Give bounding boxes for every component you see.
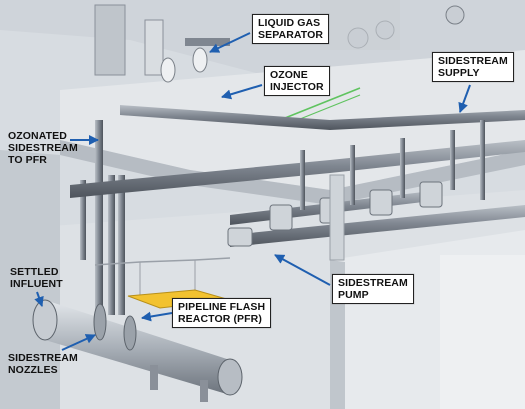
upper-cabinet — [94, 4, 126, 76]
upper-motor-3 — [445, 5, 465, 25]
pfr-support — [150, 365, 158, 390]
column — [329, 174, 345, 261]
label-sidestream-pump: SIDESTREAM PUMP — [332, 274, 414, 304]
pfr-flange — [123, 315, 137, 351]
separator-vessel — [160, 57, 176, 83]
drop-pipe — [450, 130, 455, 190]
label-liquid-gas-separator: LIQUID GAS SEPARATOR — [252, 14, 330, 44]
separator-vessel-2 — [192, 47, 208, 73]
arrow-ozone-injector — [221, 84, 263, 100]
riser — [95, 120, 103, 320]
pfr-outlet — [217, 358, 243, 396]
arrow-settled-influent — [34, 291, 44, 307]
drop-pipe — [400, 138, 405, 198]
slab-edge — [60, 140, 525, 205]
handrail — [94, 257, 231, 266]
arrow-liquid-gas-separator — [209, 32, 251, 53]
riser — [80, 180, 86, 260]
arrow-sidestream-nozzles — [61, 334, 96, 351]
pfr-inlet — [32, 299, 58, 341]
upper-header — [120, 105, 525, 130]
drop-pipe — [350, 145, 355, 205]
arrow-pfr — [141, 311, 173, 322]
drop-pipe — [300, 150, 305, 210]
right-block — [440, 255, 525, 409]
green-rail — [284, 87, 361, 119]
arrow-sidestream-pump — [274, 254, 331, 286]
pump-unit — [369, 189, 393, 216]
label-sidestream-nozzles: SIDESTREAM NOZZLES — [8, 352, 78, 376]
pump-discharge — [230, 205, 525, 247]
riser — [108, 175, 115, 315]
label-sidestream-supply: SIDESTREAM SUPPLY — [432, 52, 514, 82]
main-header — [70, 140, 525, 198]
header-pipe — [185, 38, 230, 46]
label-ozone-injector: OZONE INJECTOR — [264, 66, 330, 96]
arrow-sidestream-supply — [458, 84, 471, 113]
left-wall — [0, 150, 60, 409]
upper-panel — [144, 19, 164, 76]
upper-room — [320, 0, 400, 50]
riser — [118, 175, 125, 315]
pfr-pipe — [45, 300, 230, 395]
pump-unit — [419, 181, 443, 208]
drop-pipe — [480, 120, 485, 200]
label-settled-influent: SETTLED INFLUENT — [10, 266, 63, 290]
pump-unit — [227, 227, 253, 247]
pfr-flange — [93, 303, 107, 341]
pfr-support — [200, 380, 208, 402]
label-ozonated-sidestream: OZONATED SIDESTREAM TO PFR — [8, 130, 78, 166]
label-pipeline-flash-reactor: PIPELINE FLASH REACTOR (PFR) — [172, 298, 272, 328]
pump-unit — [269, 204, 293, 231]
